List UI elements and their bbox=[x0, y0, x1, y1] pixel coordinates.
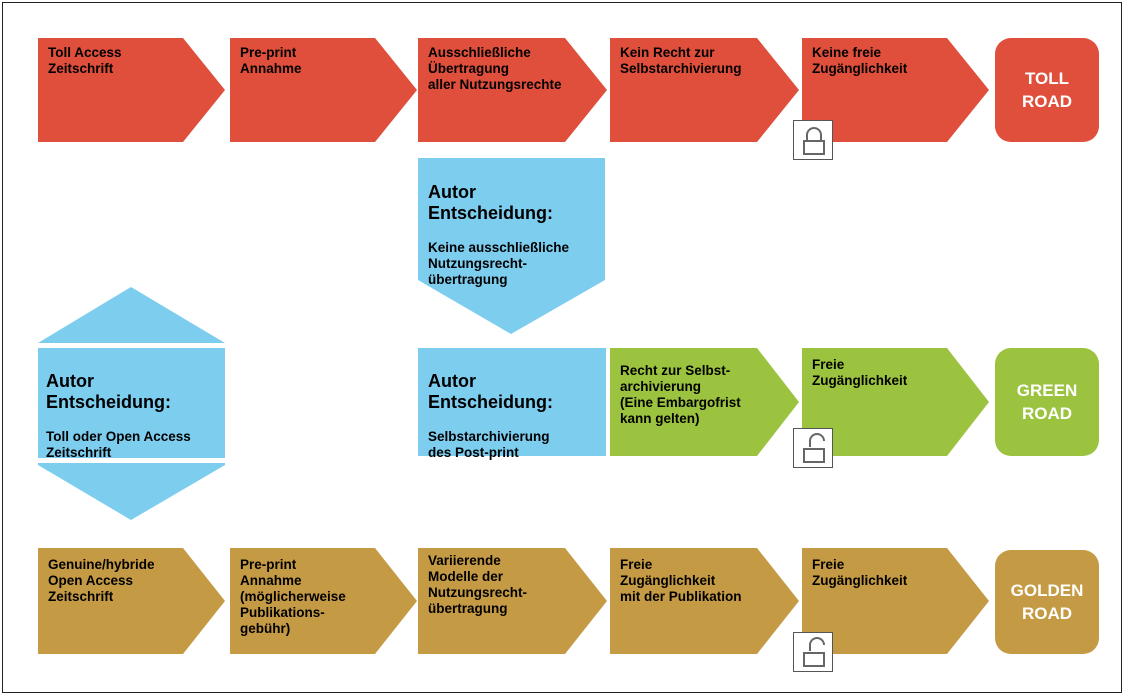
gold-arrow-1 bbox=[38, 548, 225, 654]
toll-step-1-label: Toll Access Zeitschrift bbox=[48, 45, 122, 76]
gold-arrow-4 bbox=[610, 548, 799, 654]
gold-arrow-3 bbox=[418, 548, 607, 654]
toll-arrow-4 bbox=[610, 38, 799, 142]
decision-postprint-heading: Autor Entscheidung: bbox=[428, 371, 553, 412]
open-lock-icon bbox=[793, 428, 833, 468]
toll-arrow-2 bbox=[230, 38, 417, 142]
green-step-2-label: Freie Zugänglichkeit bbox=[812, 357, 908, 388]
toll-arrow-1 bbox=[38, 38, 225, 142]
decision-left-heading: Autor Entscheidung: bbox=[46, 371, 171, 412]
toll-step-5-label: Keine freie Zugänglichkeit bbox=[812, 45, 908, 76]
green-road-badge: GREEN ROAD bbox=[995, 348, 1099, 456]
toll-road-badge: TOLL ROAD bbox=[995, 38, 1099, 142]
left-down-arrow bbox=[38, 463, 225, 520]
toll-step-2-label: Pre-print Annahme bbox=[240, 45, 302, 76]
closed-lock-icon bbox=[793, 120, 833, 160]
gold-step-1-label: Genuine/hybride Open Access Zeitschrift bbox=[48, 557, 155, 604]
decision-left-label: Autor Entscheidung: Toll oder Open Acces… bbox=[46, 355, 191, 477]
left-up-triangle bbox=[38, 287, 225, 343]
decision-mid-text: Keine ausschließliche Nutzungsrecht- übe… bbox=[428, 240, 570, 287]
toll-arrow-3 bbox=[418, 38, 607, 142]
green-arrow-1 bbox=[610, 348, 799, 456]
decision-postprint-text: Selbstarchivierung des Post-print bbox=[428, 429, 550, 460]
toll-arrow-5 bbox=[802, 38, 989, 142]
decision-down-arrow bbox=[418, 158, 605, 334]
left-decision-box bbox=[38, 348, 225, 458]
decision-left-text: Toll oder Open Access Zeitschrift bbox=[46, 429, 191, 460]
decision-mid-label: Autor Entscheidung: Keine ausschließlich… bbox=[428, 166, 569, 304]
gold-step-5-label: Freie Zugänglichkeit bbox=[812, 557, 908, 588]
gold-arrow-5 bbox=[802, 548, 989, 654]
toll-step-3-label: Ausschließliche Übertragung aller Nutzun… bbox=[428, 45, 562, 92]
decision-postprint-label: Autor Entscheidung: Selbstarchivierung d… bbox=[428, 355, 553, 477]
gold-step-3-label: Variierende Modelle der Nutzungsrecht- ü… bbox=[428, 553, 527, 616]
open-lock-icon bbox=[793, 632, 833, 672]
golden-road-badge: GOLDEN ROAD bbox=[995, 550, 1099, 654]
decision-postprint-box bbox=[418, 348, 606, 456]
toll-step-4-label: Kein Recht zur Selbstarchivierung bbox=[620, 45, 742, 76]
gold-step-2-label: Pre-print Annahme (möglicherweise Publik… bbox=[240, 557, 346, 636]
green-arrow-2 bbox=[802, 348, 989, 456]
decision-mid-heading: Autor Entscheidung: bbox=[428, 182, 553, 223]
green-step-1-label: Recht zur Selbst- archivierung (Eine Emb… bbox=[620, 363, 741, 426]
gold-arrow-2 bbox=[230, 548, 417, 654]
gold-step-4-label: Freie Zugänglichkeit mit der Publikation bbox=[620, 557, 742, 604]
